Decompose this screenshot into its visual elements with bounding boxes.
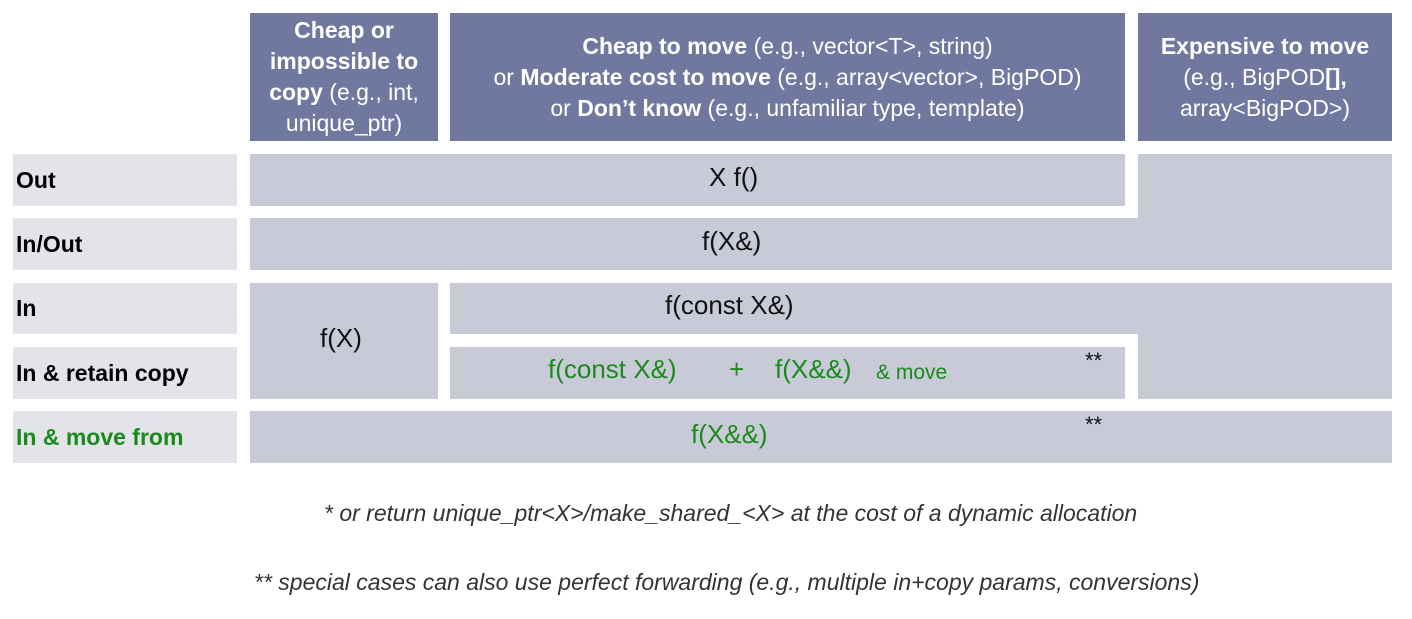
header-expensive-example2: array<BigPOD>) — [1179, 94, 1350, 121]
header-expensive-bold: Expensive to move — [1160, 32, 1370, 59]
text-move-from: f(X&&) — [691, 419, 768, 449]
footnote-single-star: * or return unique_ptr<X>/make_shared_<X… — [324, 500, 1138, 526]
header-expensive-brackets: [], — [1325, 63, 1347, 90]
header-cheap-copy-line2: impossible to — [269, 48, 419, 74]
header-dont-know-prefix: or — [550, 94, 578, 121]
footnote-double-star: ** special cases can also use perfect fo… — [254, 569, 1200, 595]
header-cheap-move: Cheap to move (e.g., vector<T>, string) … — [450, 13, 1125, 141]
text-inout: f(X&) — [702, 226, 762, 256]
text-by-value: f(X) — [320, 323, 362, 353]
header-cheap-move-example: (e.g., vector<T>, string) — [747, 32, 993, 59]
row-label-in: In — [13, 283, 237, 334]
row-label-inout: In/Out — [13, 218, 237, 270]
cell-retain — [450, 347, 1125, 399]
header-cheap-copy: Cheap or impossible to copy (e.g., int, … — [250, 13, 438, 141]
text-retain-const: f(const X&) — [548, 354, 677, 384]
header-dont-know-bold: Don’t know — [577, 94, 702, 121]
header-moderate-prefix: or — [493, 63, 521, 90]
cell-out — [250, 154, 1125, 206]
header-cheap-copy-line1: Cheap or — [294, 17, 394, 43]
header-cheap-copy-line4: unique_ptr) — [285, 110, 403, 136]
row-label-out: Out — [13, 154, 237, 206]
text-retain-plus: + — [729, 354, 745, 384]
row-label-move-from: In & move from — [13, 411, 237, 463]
header-expensive-example: (e.g., BigPOD — [1183, 63, 1326, 90]
cell-by-value — [250, 283, 438, 399]
header-dont-know-example: (e.g., unfamiliar type, template) — [701, 94, 1025, 121]
text-retain-stars: ** — [1085, 348, 1103, 373]
header-cheap-copy-line3: copy — [269, 79, 323, 105]
cell-move-from — [250, 411, 1392, 463]
cell-inout — [250, 218, 1392, 270]
cell-expensive-in-retain — [1138, 334, 1392, 399]
text-in: f(const X&) — [665, 290, 794, 320]
header-cheap-move-bold: Cheap to move — [582, 32, 748, 59]
text-move-from-stars: ** — [1085, 412, 1103, 437]
header-expensive-move: Expensive to move (e.g., BigPOD[], array… — [1138, 13, 1392, 141]
row-label-retain-copy: In & retain copy — [13, 347, 237, 399]
text-retain-move: & move — [876, 361, 948, 384]
header-cheap-copy-example: (e.g., int, — [322, 79, 419, 105]
text-retain-rvalue: f(X&&) — [775, 354, 852, 384]
text-out: X f() — [709, 162, 759, 192]
cell-in — [450, 283, 1392, 334]
header-moderate-bold: Moderate cost to move — [520, 63, 771, 90]
header-moderate-example: (e.g., array<vector>, BigPOD) — [770, 63, 1082, 90]
